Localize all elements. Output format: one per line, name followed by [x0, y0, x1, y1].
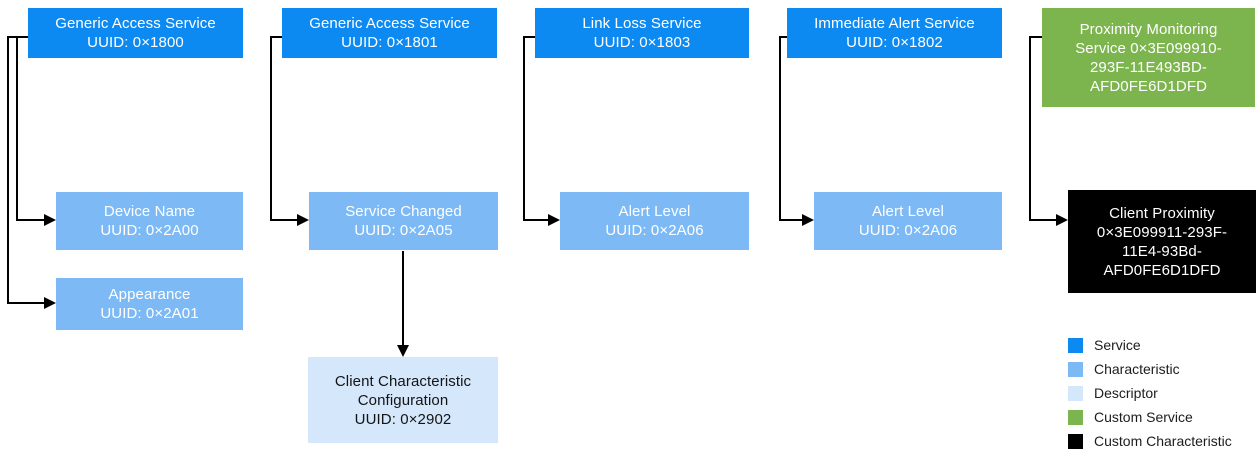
- service-node-generic-access-0x1800: Generic Access Service UUID: 0×1800: [28, 8, 243, 58]
- connector-1800-appearance: [7, 36, 44, 304]
- legend-swatch-descriptor: [1068, 385, 1083, 401]
- legend-item-characteristic: Characteristic: [1068, 361, 1232, 377]
- legend-label-custom-characteristic: Custom Characteristic: [1094, 433, 1232, 449]
- custom-characteristic-node-client-proximity: Client Proximity 0×3E099911-293F- 11E4-9…: [1068, 190, 1256, 293]
- legend-item-custom-service: Custom Service: [1068, 409, 1232, 425]
- legend-swatch-service: [1068, 337, 1083, 353]
- legend-item-descriptor: Descriptor: [1068, 385, 1232, 401]
- arrowhead-client-proximity: [1056, 214, 1068, 226]
- arrowhead-cccd: [397, 345, 409, 357]
- service-node-generic-access-0x1801: Generic Access Service UUID: 0×1801: [282, 8, 497, 58]
- legend-swatch-characteristic: [1068, 361, 1083, 377]
- descriptor-node-client-characteristic-configuration-0x2902: Client Characteristic Configuration UUID…: [308, 357, 498, 443]
- legend-label-characteristic: Characteristic: [1094, 361, 1180, 377]
- arrowhead-device-name: [44, 214, 56, 226]
- legend-swatch-custom-characteristic: [1068, 433, 1083, 449]
- legend-item-custom-characteristic: Custom Characteristic: [1068, 433, 1232, 449]
- connector-1800-device-name: [16, 37, 44, 221]
- arrowhead-alert-level-immediate: [802, 214, 814, 226]
- arrowhead-alert-level-link-loss: [548, 214, 560, 226]
- legend-swatch-custom-service: [1068, 409, 1083, 425]
- connector-1803-alert-level: [523, 36, 548, 221]
- characteristic-node-alert-level-immediate-0x2a06: Alert Level UUID: 0×2A06: [814, 192, 1002, 250]
- arrowhead-appearance: [44, 297, 56, 309]
- service-node-immediate-alert-0x1802: Immediate Alert Service UUID: 0×1802: [787, 8, 1002, 58]
- characteristic-node-appearance-0x2a01: Appearance UUID: 0×2A01: [56, 278, 243, 330]
- legend-item-service: Service: [1068, 337, 1232, 353]
- custom-service-node-proximity-monitoring: Proximity Monitoring Service 0×3E099910-…: [1042, 8, 1255, 107]
- legend: Service Characteristic Descriptor Custom…: [1068, 337, 1232, 450]
- arrowhead-service-changed: [297, 214, 309, 226]
- characteristic-node-service-changed-0x2a05: Service Changed UUID: 0×2A05: [309, 192, 498, 250]
- legend-label-descriptor: Descriptor: [1094, 385, 1158, 401]
- characteristic-node-device-name-0x2a00: Device Name UUID: 0×2A00: [56, 192, 243, 250]
- connector-1801-service-changed: [270, 36, 297, 221]
- legend-label-service: Service: [1094, 337, 1141, 353]
- service-node-link-loss-0x1803: Link Loss Service UUID: 0×1803: [535, 8, 749, 58]
- connector-1802-alert-level: [779, 36, 802, 221]
- characteristic-node-alert-level-link-loss-0x2a06: Alert Level UUID: 0×2A06: [560, 192, 749, 250]
- legend-label-custom-service: Custom Service: [1094, 409, 1193, 425]
